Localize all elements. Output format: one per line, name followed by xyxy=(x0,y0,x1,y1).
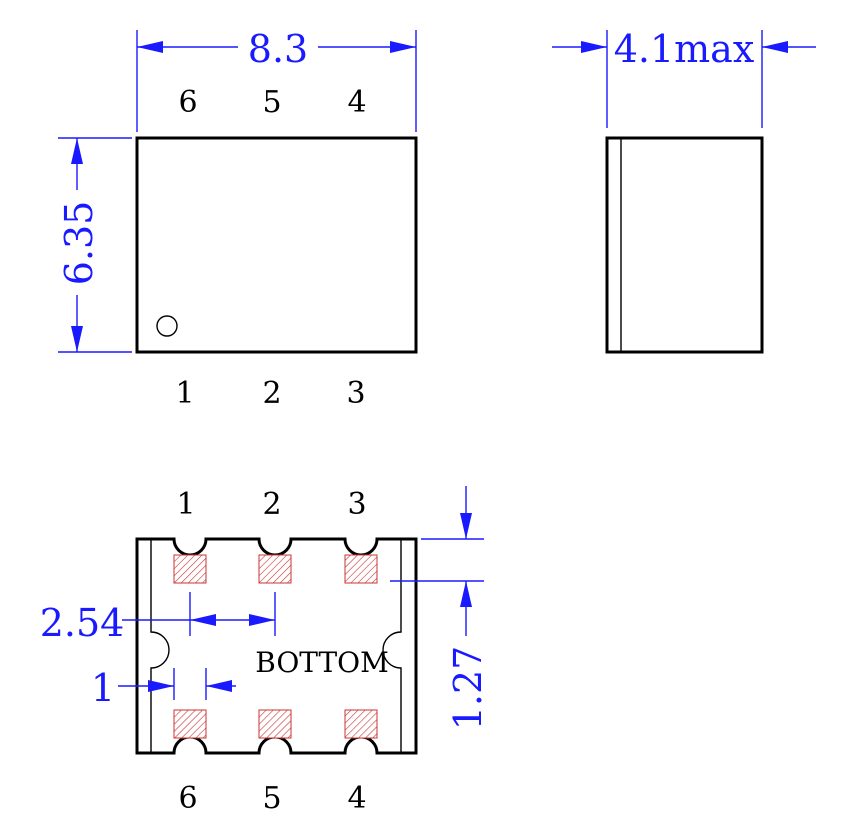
bottom-label: BOTTOM xyxy=(255,646,389,679)
height-dim-text: 6.35 xyxy=(57,201,101,286)
width-dim-text: 8.3 xyxy=(248,27,308,71)
pitch-dimension: 2.54 xyxy=(40,592,276,645)
pad-6 xyxy=(173,709,207,739)
top-pin-label: 4 xyxy=(347,85,366,120)
bottom-view: BOTTOM 1 2 3 6 5 4 2.54 1 xyxy=(40,486,490,816)
pad-width-dimension: 1 xyxy=(91,666,236,710)
width-dimension: 8.3 xyxy=(136,27,417,132)
top-pin-label: 2 xyxy=(262,376,281,411)
bottom-pin-label: 6 xyxy=(178,781,197,816)
thickness-dimension: 4.1max xyxy=(552,27,816,128)
top-view-body xyxy=(135,136,418,354)
bottom-pin-label: 4 xyxy=(347,781,366,816)
side-view: 4.1max xyxy=(552,27,816,354)
thickness-dim-text: 4.1max xyxy=(614,27,755,71)
pad-4 xyxy=(344,709,378,739)
top-pin-label: 3 xyxy=(346,376,365,411)
top-pin-label: 6 xyxy=(178,85,197,120)
bottom-pin-label: 5 xyxy=(262,781,281,816)
pad-length-dim-text: 1.27 xyxy=(446,646,490,731)
top-pin-label: 5 xyxy=(262,85,281,120)
side-view-body xyxy=(605,136,764,354)
pad-1 xyxy=(173,554,207,584)
pad-5 xyxy=(258,709,292,739)
bottom-pin-label: 1 xyxy=(176,487,195,522)
pad-3 xyxy=(344,554,378,584)
pin1-marker xyxy=(156,315,178,337)
top-pin-label: 1 xyxy=(175,376,194,411)
top-view: 8.3 6.35 6 5 4 1 2 3 xyxy=(57,27,418,411)
height-dimension: 6.35 xyxy=(57,137,132,353)
bottom-view-body xyxy=(135,537,418,755)
pad-length-dimension: 1.27 xyxy=(390,486,490,730)
pad-width-dim-text: 1 xyxy=(91,666,115,710)
bottom-pin-label: 3 xyxy=(347,487,366,522)
pad-2 xyxy=(258,554,292,584)
pitch-dim-text: 2.54 xyxy=(40,601,125,645)
bottom-pin-label: 2 xyxy=(262,487,281,522)
